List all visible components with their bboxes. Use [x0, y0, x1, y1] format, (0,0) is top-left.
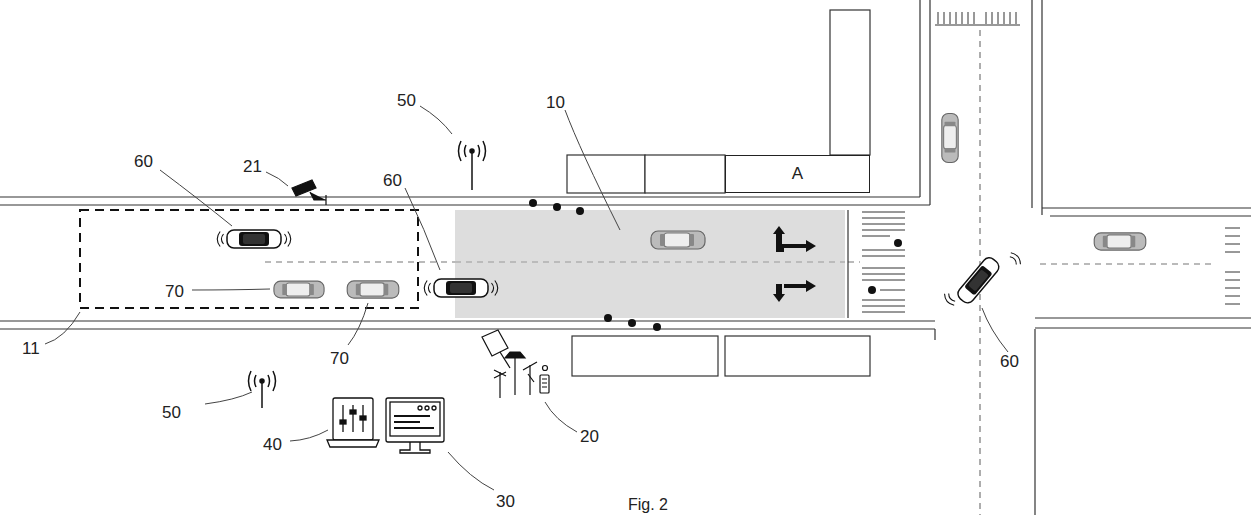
- callout-number: 21: [243, 158, 262, 175]
- figure-caption: Fig. 2: [628, 497, 668, 513]
- callout-number: 70: [165, 283, 184, 300]
- building-label: A: [792, 164, 803, 184]
- callout-number: 50: [397, 92, 416, 109]
- callout-number: 60: [134, 153, 153, 170]
- callout-number: 60: [383, 172, 402, 189]
- callout-number: 20: [580, 428, 599, 445]
- callout-number: 50: [162, 404, 181, 421]
- callout-number: 70: [330, 350, 349, 367]
- callout-number: 11: [22, 340, 40, 357]
- building-box: A: [725, 155, 870, 193]
- callout-number: 60: [1000, 353, 1019, 370]
- callout-number: 40: [263, 436, 282, 453]
- callout-number: 10: [546, 94, 565, 111]
- callout-number: 30: [496, 493, 515, 510]
